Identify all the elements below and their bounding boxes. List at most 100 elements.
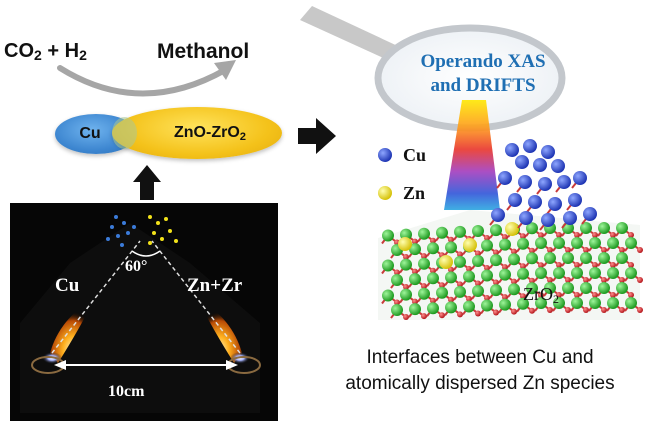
oxygen-atom xyxy=(511,308,517,315)
oxygen-atom xyxy=(475,310,481,317)
zirconium-atom xyxy=(517,297,529,310)
copper-atom xyxy=(533,158,547,172)
oxygen-atom xyxy=(610,232,616,238)
copper-atom xyxy=(573,171,587,185)
product-methanol: Methanol xyxy=(157,40,250,63)
zirconium-atom xyxy=(580,282,592,294)
reactant-h2: H xyxy=(64,40,80,62)
characterization-label: Operando XAS and DRIFTS xyxy=(390,50,576,98)
zirconium-atom xyxy=(463,300,475,313)
zirconium-atom xyxy=(391,304,403,317)
zirconium-atom xyxy=(409,243,421,256)
zirconium-atom xyxy=(589,297,601,309)
zirconium-atom xyxy=(409,273,421,286)
oxygen-atom xyxy=(610,262,616,268)
reactant-co2-subscript: 2 xyxy=(34,47,42,63)
oxygen-atom xyxy=(430,237,436,244)
oxygen-atom xyxy=(439,282,445,289)
characterization-line1: Operando XAS xyxy=(420,51,546,72)
zirconium-atom xyxy=(580,252,592,264)
oxygen-atom xyxy=(529,307,535,314)
zirconium-atom xyxy=(544,282,556,294)
zro2-label-text: ZrO xyxy=(523,284,553,304)
copper-atom xyxy=(508,193,522,207)
cu-particles xyxy=(106,215,136,247)
oxygen-atom xyxy=(394,269,400,276)
zro2-slab-atoms xyxy=(381,222,643,321)
oxygen-atom xyxy=(502,264,508,271)
zirconium-atom xyxy=(553,237,565,249)
oxygen-atom xyxy=(484,235,490,241)
zirconium-atom xyxy=(589,237,601,249)
oxygen-atom xyxy=(601,277,607,283)
oxygen-atom xyxy=(511,248,517,255)
zirconium-atom xyxy=(571,297,583,309)
flame-photo-graphic xyxy=(10,203,278,421)
right-nozzle-label: Zn+Zr xyxy=(187,275,243,296)
zirconium-atom xyxy=(418,227,430,240)
oxygen-atom xyxy=(421,283,427,290)
oxygen-atom xyxy=(583,247,589,253)
oxygen-atom xyxy=(475,280,481,287)
zirconium-atom xyxy=(382,259,394,272)
interface-overlap xyxy=(112,117,137,149)
oxygen-atom xyxy=(637,247,643,253)
caption-line2: atomically dispersed Zn species xyxy=(345,373,615,394)
zirconium-atom xyxy=(481,269,493,282)
zirconium-atom xyxy=(400,258,412,271)
zirconium-atom xyxy=(382,229,394,242)
zirconium-atom xyxy=(526,282,538,295)
oxygen-atom xyxy=(520,263,526,270)
copper-atom xyxy=(518,175,532,189)
oxygen-atom xyxy=(457,311,463,318)
reaction-reactants: CO2 + H2 xyxy=(4,40,87,63)
zirconium-atom xyxy=(589,267,601,279)
zro2-label-subscript: 2 xyxy=(553,292,559,306)
zirconium-atom xyxy=(562,252,574,264)
oxygen-atom xyxy=(466,265,472,272)
oxygen-atom xyxy=(565,247,571,253)
copper-atom xyxy=(548,197,562,211)
oxygen-atom xyxy=(421,253,427,260)
copper-atom xyxy=(491,208,505,222)
oxygen-atom xyxy=(547,247,553,253)
oxygen-atom xyxy=(619,247,625,253)
oxygen-atom xyxy=(592,232,598,238)
oxygen-atom xyxy=(448,266,454,273)
oxygen-atom xyxy=(583,277,589,283)
oxygen-atom xyxy=(619,307,625,313)
oxygen-atom xyxy=(556,292,562,298)
zn-zr-particles xyxy=(148,215,178,245)
zirconium-atom xyxy=(400,288,412,301)
zirconium-atom xyxy=(544,252,556,264)
zirconium-atom xyxy=(562,282,574,294)
zro2-label: ZrO2 xyxy=(523,284,559,307)
oxygen-atom xyxy=(538,262,544,269)
zirconium-atom xyxy=(535,237,547,249)
oxygen-atom xyxy=(565,277,571,283)
oxygen-atom xyxy=(529,277,535,284)
oxygen-atom xyxy=(466,295,472,302)
zirconium-atom xyxy=(427,242,439,255)
copper-atom xyxy=(551,159,565,173)
zirconium-atom xyxy=(571,237,583,249)
zirconium-atom xyxy=(598,252,610,264)
zirconium-atom xyxy=(418,257,430,270)
zno-zro2-pill-label: ZnO-ZrO2 xyxy=(135,107,285,159)
zirconium-atom xyxy=(472,225,484,237)
reactant-h2-subscript: 2 xyxy=(79,47,87,63)
oxygen-atom xyxy=(565,307,571,313)
oxygen-atom xyxy=(628,292,634,298)
zirconium-atom xyxy=(625,297,637,309)
oxygen-atom xyxy=(394,299,400,306)
zirconium-atom xyxy=(598,282,610,294)
legend-zn-label: Zn xyxy=(403,183,426,203)
zirconium-atom xyxy=(535,267,547,279)
oxygen-atom xyxy=(547,277,553,283)
zirconium-atom xyxy=(481,299,493,312)
oxygen-atom xyxy=(484,295,490,301)
nozzle-distance-label: 10cm xyxy=(108,383,145,400)
copper-atom xyxy=(541,145,555,159)
